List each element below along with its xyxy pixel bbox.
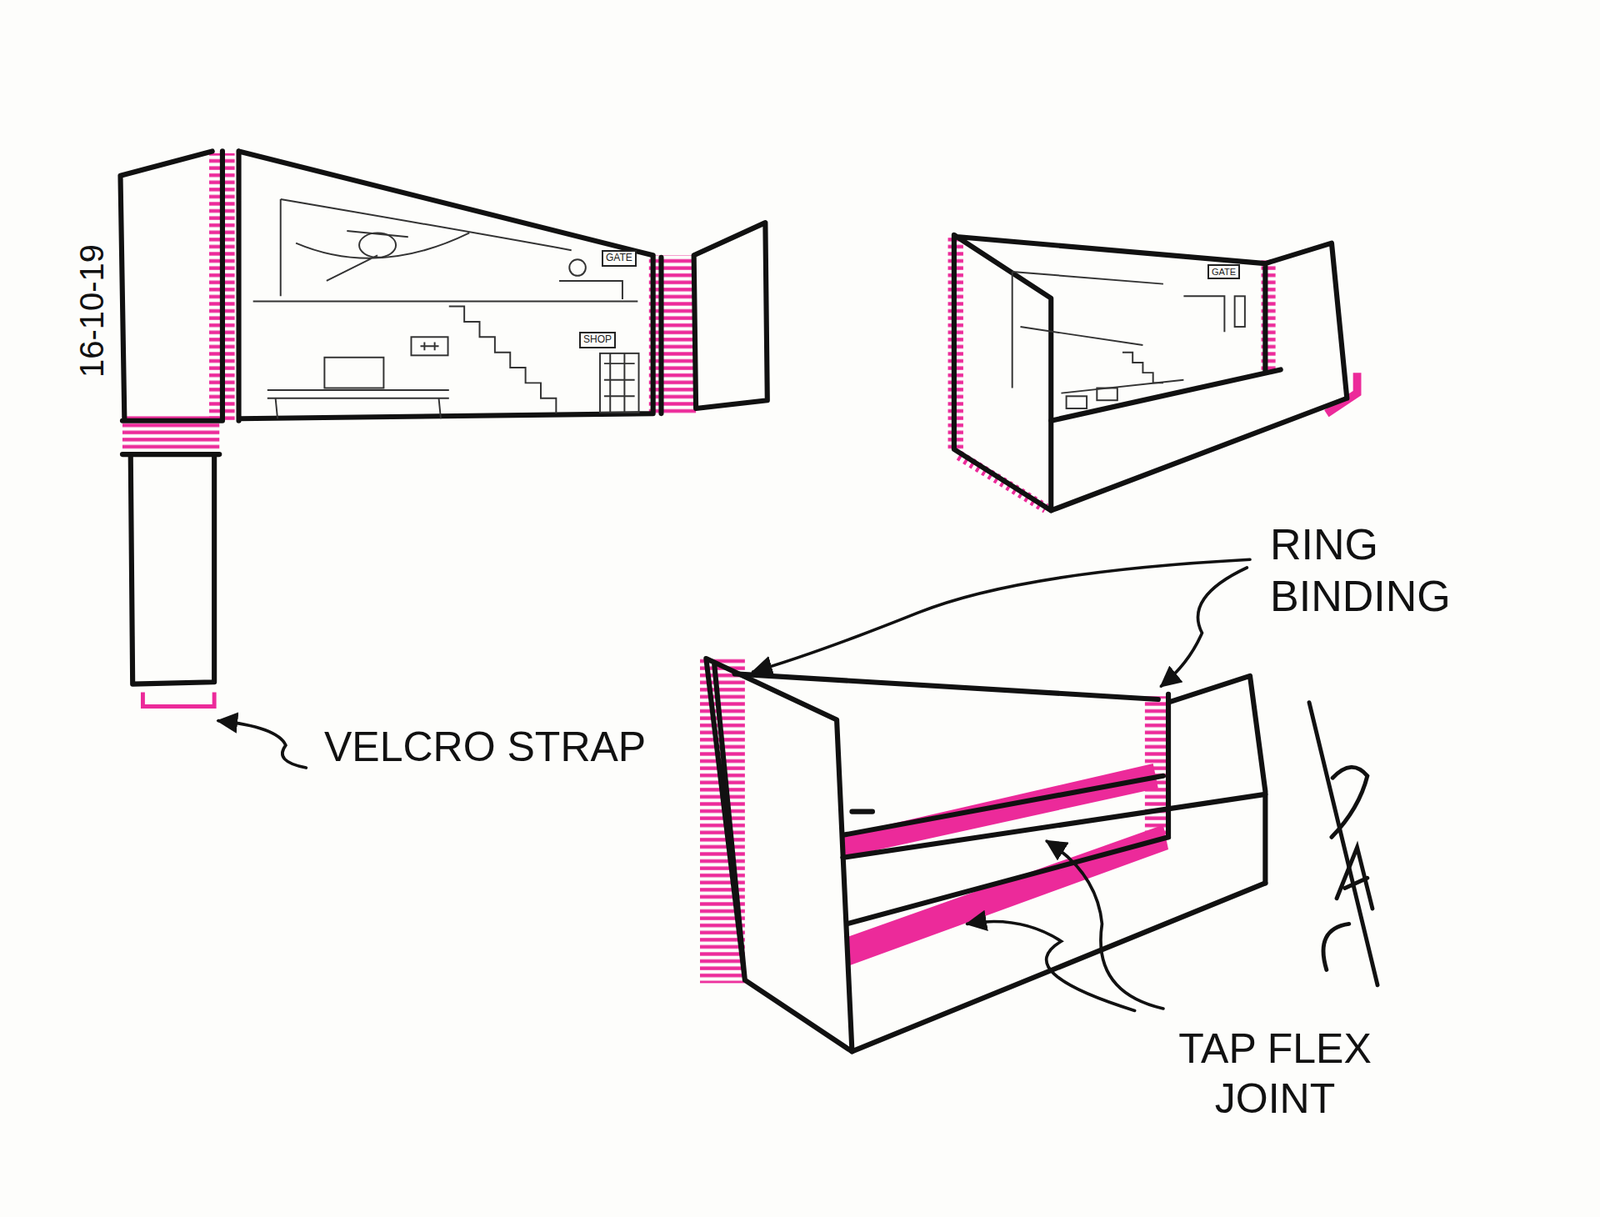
- callout-label: TAP FLEX JOINT: [1137, 1023, 1413, 1124]
- date-note: 16-10-19: [71, 244, 112, 378]
- leader-lines: [218, 559, 1250, 1010]
- pink-hatching: [122, 153, 1358, 984]
- scene-sketch: [253, 199, 1245, 419]
- panel-outlines: [120, 150, 1347, 1051]
- signature: [1309, 702, 1378, 985]
- sign-box: GATE: [601, 250, 637, 267]
- sign-box: GATE: [1207, 264, 1240, 280]
- sign-box: SHOP: [579, 331, 616, 349]
- sign-text: SHOP: [583, 333, 612, 345]
- sign-text: GATE: [605, 251, 633, 264]
- callout-label: VELCRO STRAP: [324, 721, 646, 772]
- callout-label: RING BINDING: [1270, 518, 1545, 623]
- sign-text: GATE: [1211, 266, 1236, 277]
